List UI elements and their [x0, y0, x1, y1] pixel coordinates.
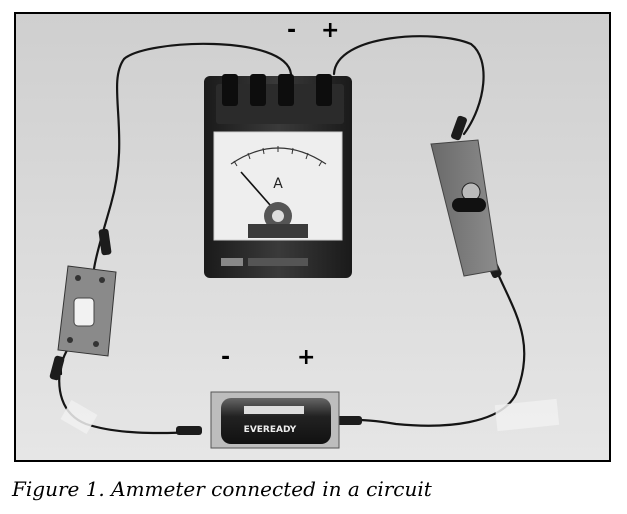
battery-minus-label: - — [221, 345, 231, 370]
lamp-board — [430, 139, 499, 277]
tape-strips — [60, 398, 560, 435]
meter-minus-label: - — [287, 18, 297, 43]
meter-terminals — [222, 74, 332, 106]
switch-lever — [73, 297, 95, 327]
battery-cell — [221, 398, 331, 444]
figure-caption: Figure 1. Ammeter connected in a circuit — [12, 477, 432, 501]
switch — [57, 265, 117, 357]
battery-plus-label: + — [297, 345, 316, 370]
meter-plus-label: + — [321, 18, 340, 43]
ammeter: A — [204, 74, 352, 278]
meter-dial-symbol: A — [273, 176, 283, 192]
battery-brand: EVEREADY — [244, 425, 297, 435]
circuit-photo: A EVEREADY — [14, 12, 611, 462]
battery-holder: EVEREADY — [210, 391, 340, 449]
